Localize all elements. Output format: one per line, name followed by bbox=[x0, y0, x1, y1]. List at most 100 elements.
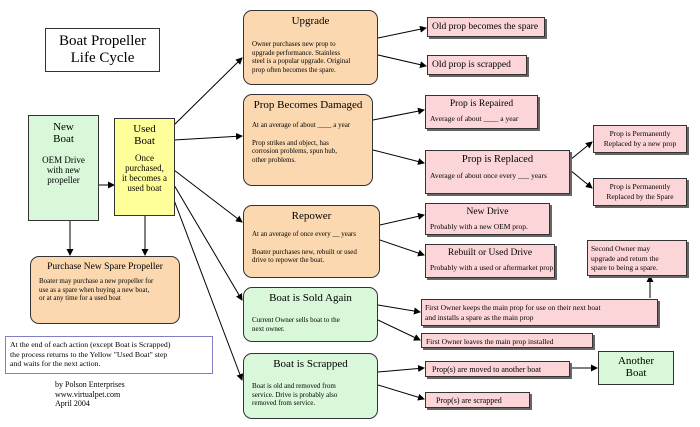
first-owner-leaves-text: First Owner leaves the main prop install… bbox=[426, 337, 554, 346]
old-prop-spare-text: Old prop becomes the spare bbox=[432, 22, 539, 32]
new-boat-text-1: OEM Drive bbox=[42, 155, 85, 165]
title-box: Boat Propeller Life Cycle bbox=[45, 28, 160, 72]
arrow-used-to-damaged bbox=[173, 132, 243, 141]
repower-box: Repower At an average of once every __ y… bbox=[243, 205, 380, 278]
prop-repaired-box: Prop is Repaired Average of about ____ a… bbox=[425, 95, 538, 129]
props-moved-text: Prop(s) are moved to another boat bbox=[432, 365, 542, 374]
note-box: At the end of each action (except Boat i… bbox=[5, 336, 213, 374]
damaged-text-1: Prop strikes and object, has bbox=[252, 138, 329, 147]
prop-replaced-title: Prop is Replaced bbox=[461, 154, 534, 165]
another-boat-box: Another Boat bbox=[598, 351, 674, 385]
repower-text-1: Boater purchases new, rebuilt or used bbox=[252, 247, 357, 256]
used-boat-box: Used Boat Once purchased, it becomes a u… bbox=[114, 118, 175, 216]
arrow-sold-to-first-leaves bbox=[377, 319, 421, 341]
first-owner-keeps-line-1: First Owner keeps the main prop for use … bbox=[425, 303, 601, 312]
another-boat-line-2: Boat bbox=[625, 367, 647, 379]
second-owner-line-2: upgrade and return the bbox=[591, 253, 659, 263]
new-boat-title-1: New bbox=[53, 121, 74, 133]
spare-propeller-text-3: or at any time for a used boat bbox=[39, 294, 121, 302]
sold-again-box: Boat is Sold Again Current Owner sells b… bbox=[243, 287, 378, 342]
arrow-replaced-to-perm-spare bbox=[569, 169, 593, 189]
note-line-1: At the end of each action (except Boat i… bbox=[10, 340, 171, 349]
note-line-3: and waits for the next action. bbox=[10, 359, 101, 368]
props-scrapped-box: Prop(s) are scrapped bbox=[425, 392, 530, 408]
repower-freq: At an average of once every __ years bbox=[252, 230, 356, 238]
used-boat-text-2: purchased, bbox=[125, 163, 164, 173]
repower-title: Repower bbox=[291, 210, 332, 222]
scrapped-text-2: service. Drive is probably also bbox=[252, 390, 338, 399]
arrow-upgrade-to-old-spare bbox=[377, 25, 427, 39]
damaged-text-3: other problems. bbox=[252, 155, 296, 164]
scrapped-title: Boat is Scrapped bbox=[273, 358, 348, 370]
upgrade-text-2: upgrade performance. Stainless bbox=[252, 48, 341, 57]
sold-again-title: Boat is Sold Again bbox=[269, 292, 352, 304]
title-line-1: Boat Propeller bbox=[58, 33, 147, 49]
spare-propeller-text-2: use as a spare when buying a new boat, bbox=[39, 285, 150, 294]
sold-again-text-1: Current Owner sells boat to the bbox=[252, 316, 340, 324]
another-boat-line-1: Another bbox=[617, 355, 655, 367]
used-boat-text-4: used boat bbox=[127, 183, 162, 193]
old-prop-spare-box: Old prop becomes the spare bbox=[427, 17, 545, 37]
arrow-damaged-to-replaced bbox=[372, 149, 425, 165]
arrow-upgrade-to-old-scrapped bbox=[377, 54, 427, 69]
perm-replaced-new-line-1: Prop is Permanently bbox=[609, 129, 671, 138]
spare-propeller-text-1: Boater may purchase a new propeller for bbox=[39, 277, 154, 285]
perm-replaced-spare-line-2: Replaced by the Spare bbox=[606, 191, 674, 201]
upgrade-box: Upgrade Owner purchases new prop to upgr… bbox=[243, 10, 378, 85]
credits-line-1: by Polson Enterprises bbox=[55, 380, 125, 389]
perm-replaced-spare-line-1: Prop is Permanently bbox=[609, 182, 671, 191]
prop-repaired-title: Prop is Repaired bbox=[449, 99, 514, 109]
new-drive-title: New Drive bbox=[466, 207, 509, 217]
used-boat-title-2: Boat bbox=[134, 135, 155, 147]
prop-replaced-text: Average of about once every ___ years bbox=[430, 171, 547, 180]
arrow-used-to-repower bbox=[173, 169, 243, 223]
damaged-title: Prop Becomes Damaged bbox=[253, 99, 363, 111]
scrapped-box: Boat is Scrapped Boat is old and removed… bbox=[243, 353, 378, 419]
spare-propeller-title: Purchase New Spare Propeller bbox=[47, 262, 163, 272]
upgrade-title: Upgrade bbox=[291, 15, 330, 27]
scrapped-text-1: Boat is old and removed from bbox=[252, 382, 336, 390]
props-scrapped-text: Prop(s) are scrapped bbox=[436, 396, 502, 405]
prop-repaired-text: Average of about ____ a year bbox=[430, 114, 519, 123]
damaged-freq: At an average of about ____ a year bbox=[252, 121, 351, 129]
arrow-sold-to-first-keeps bbox=[377, 304, 421, 315]
new-boat-text-3: propeller bbox=[47, 175, 80, 185]
upgrade-text-1: Owner purchases new prop to bbox=[252, 40, 336, 48]
first-owner-leaves-box: First Owner leaves the main prop install… bbox=[421, 333, 593, 348]
second-owner-line-1: Second Owner may bbox=[591, 244, 651, 253]
upgrade-text-3: steel is a popular upgrade. Original bbox=[252, 57, 351, 65]
new-boat-title-2: Boat bbox=[53, 133, 74, 145]
upgrade-text-4: prop often becomes the spare. bbox=[252, 65, 336, 74]
props-moved-box: Prop(s) are moved to another boat bbox=[425, 361, 570, 377]
new-drive-box: New Drive Probably with a new OEM prop. bbox=[425, 203, 550, 235]
rebuilt-drive-text: Probably with a used or aftermarket prop… bbox=[430, 263, 555, 272]
title-line-2: Life Cycle bbox=[70, 50, 135, 66]
first-owner-keeps-line-2: and installs a spare as the main prop bbox=[425, 313, 534, 322]
first-owner-keeps-box: First Owner keeps the main prop for use … bbox=[421, 299, 658, 326]
damaged-box: Prop Becomes Damaged At an average of ab… bbox=[243, 94, 373, 186]
repower-text-2: drive to repower the boat. bbox=[252, 256, 325, 264]
new-drive-text: Probably with a new OEM prop. bbox=[430, 222, 528, 231]
old-prop-scrapped-box: Old prop is scrapped bbox=[427, 55, 527, 75]
credits: by Polson Enterprises www.virtualpet.com… bbox=[55, 380, 195, 409]
scrapped-text-3: removed from service. bbox=[252, 399, 316, 407]
second-owner-box: Second Owner may upgrade and return the … bbox=[587, 240, 687, 276]
spare-propeller-box: Purchase New Spare Propeller Boater may … bbox=[30, 256, 180, 324]
arrow-used-to-scrapped bbox=[173, 199, 244, 381]
prop-replaced-box: Prop is Replaced Average of about once e… bbox=[425, 150, 570, 194]
credits-line-2: www.virtualpet.com bbox=[55, 389, 121, 399]
credits-line-3: April 2004 bbox=[55, 399, 90, 408]
new-boat-box: New Boat OEM Drive with new propeller bbox=[28, 115, 99, 221]
arrow-scrapped-to-moved bbox=[377, 365, 425, 373]
arrow-repower-to-rebuilt bbox=[379, 239, 425, 257]
perm-replaced-new-line-2: Replaced by a new prop bbox=[603, 138, 677, 148]
new-boat-text-2: with new bbox=[46, 165, 81, 175]
perm-replaced-new-box: Prop is Permanently Replaced by a new pr… bbox=[593, 125, 687, 153]
arrow-repower-to-new-drive bbox=[379, 212, 425, 226]
perm-replaced-spare-box: Prop is Permanently Replaced by the Spar… bbox=[593, 178, 687, 206]
note-line-2: the process returns to the Yellow "Used … bbox=[10, 349, 168, 359]
used-boat-text-3: it becomes a bbox=[122, 173, 167, 183]
rebuilt-drive-box: Rebuilt or Used Drive Probably with a us… bbox=[425, 244, 555, 278]
arrow-damaged-to-repaired bbox=[372, 107, 425, 121]
